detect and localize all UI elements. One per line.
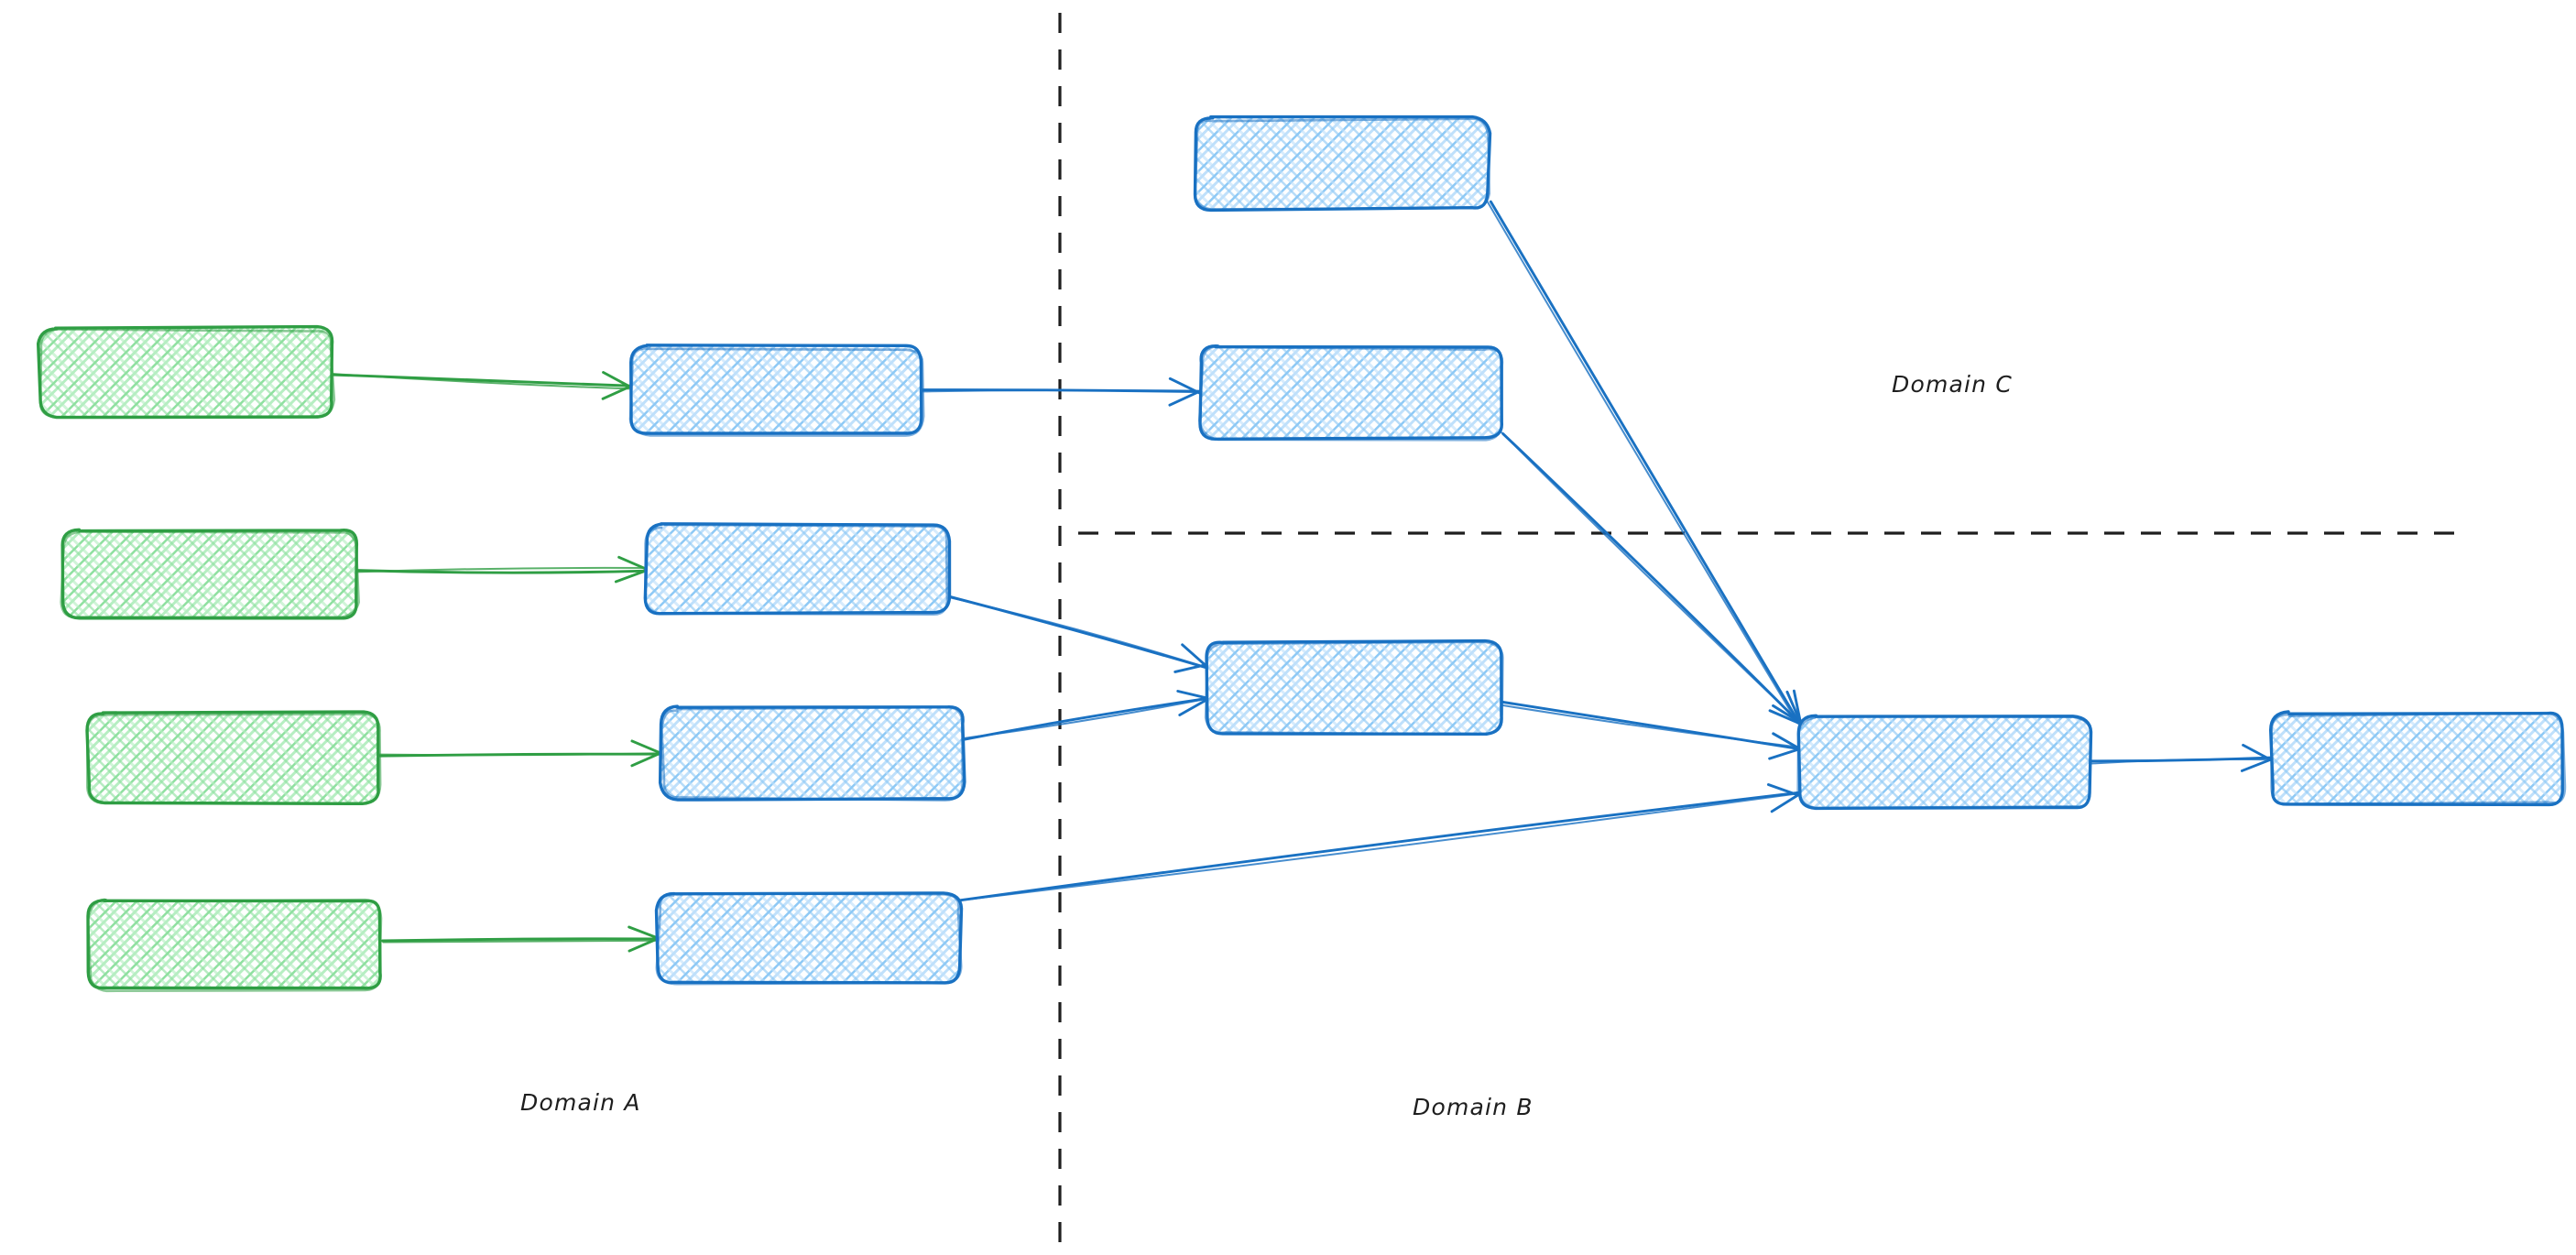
node-fill-hatch-b: [88, 713, 379, 802]
node-fill-hatch-b: [1195, 117, 1489, 209]
node-fill-hatch-b: [661, 707, 964, 799]
node-a4[interactable]: [86, 898, 383, 993]
edge-line: [2090, 758, 2273, 765]
edge-arrowhead: [1168, 376, 1201, 395]
edge-line: [959, 791, 1801, 901]
node-fill-hatch-b: [646, 524, 948, 614]
edge-e-b1-c2: [919, 376, 1203, 407]
node-b1[interactable]: [628, 344, 925, 437]
node-outline-second-pass: [1204, 640, 1504, 737]
node-outline-second-pass: [60, 530, 360, 619]
node-outline-second-pass: [38, 328, 336, 419]
node-outline-second-pass: [1194, 117, 1491, 211]
node-b2[interactable]: [643, 522, 952, 617]
node-fill-hatch-b: [39, 328, 333, 416]
edge-e-a4-b4: [381, 925, 660, 953]
edge-line: [378, 752, 663, 757]
edge-arrowhead: [1772, 732, 1800, 749]
edge-arrowhead: [628, 925, 660, 940]
node-outline: [658, 704, 966, 802]
node-fill-hatch-b: [2272, 713, 2563, 804]
node-c3[interactable]: [1204, 638, 1504, 737]
edge-line: [959, 791, 1801, 902]
node-a2[interactable]: [60, 528, 360, 620]
edge-e-c1-hub: [1486, 200, 1802, 726]
node-outline-second-pass: [655, 892, 963, 986]
node-outline-second-pass: [86, 898, 383, 993]
domain-label-domain-b: Domain B: [1413, 1094, 1534, 1120]
edge-arrowhead: [630, 751, 662, 768]
edge-line: [1486, 200, 1799, 725]
node-layer: [36, 115, 2567, 993]
node-fill-hatch-b: [1206, 641, 1502, 733]
node-fill-hatch-b: [658, 893, 960, 983]
edge-e-c2-hub: [1501, 431, 1802, 725]
edge-arrowhead: [601, 384, 633, 400]
edge-e-hub-tail: [2088, 743, 2275, 772]
node-fill-hatch-b: [62, 529, 357, 617]
node-outline-second-pass: [85, 713, 382, 805]
edge-arrowhead: [1770, 793, 1800, 813]
node-fill-hatch-b: [88, 900, 381, 989]
edge-arrowhead: [614, 569, 648, 584]
edge-line: [355, 566, 649, 573]
node-hub[interactable]: [1796, 714, 2093, 811]
node-b3[interactable]: [658, 704, 966, 802]
edge-line: [1501, 431, 1799, 722]
node-outline-second-pass: [1197, 344, 1504, 442]
edge-line: [1489, 200, 1801, 726]
edge-line: [332, 373, 631, 390]
edge-e-b2-c3: [944, 595, 1208, 673]
edge-arrowhead: [1768, 748, 1799, 760]
edge-e-c3-hub: [1499, 700, 1802, 760]
edge-arrowhead: [617, 555, 648, 571]
edge-line: [381, 937, 660, 943]
edge-arrowhead: [1768, 709, 1800, 725]
edge-e-a1-b1: [329, 371, 633, 400]
node-fill-hatch-b: [1799, 716, 2090, 808]
edge-line: [964, 698, 1207, 739]
edge-arrowhead: [1176, 690, 1209, 700]
edge-arrowhead: [2240, 757, 2275, 772]
domain-label-domain-a: Domain A: [520, 1089, 641, 1116]
edge-e-a3-b3: [378, 739, 665, 768]
label-layer: Domain A Domain B Domain C: [520, 371, 2013, 1120]
node-outline-second-pass: [2270, 711, 2567, 806]
node-c1[interactable]: [1193, 115, 1492, 213]
edge-arrowhead: [1785, 690, 1802, 723]
edge-e-a2-b2: [355, 555, 649, 584]
divider-layer: [1058, 13, 2464, 1244]
edge-arrowhead: [1173, 662, 1208, 673]
edge-e-b3-c3: [963, 690, 1209, 741]
edge-arrowhead: [2242, 743, 2274, 762]
node-fill-hatch-b: [631, 346, 922, 434]
edge-line: [946, 595, 1207, 669]
edge-arrowhead: [1178, 698, 1209, 716]
edge-line: [1501, 704, 1802, 748]
edge-arrowhead: [602, 371, 633, 389]
edge-line: [382, 939, 660, 944]
edge-layer: [329, 200, 2275, 953]
edge-arrowhead: [628, 936, 660, 953]
edge-e-b4-hub: [959, 783, 1801, 902]
node-c2[interactable]: [1197, 344, 1504, 442]
node-outline-second-pass: [660, 705, 965, 802]
node-outline-second-pass: [1796, 715, 2092, 810]
edge-arrowhead: [1181, 643, 1207, 667]
node-outline-second-pass: [628, 347, 925, 437]
edge-arrowhead: [630, 739, 663, 756]
node-a1[interactable]: [36, 324, 336, 420]
node-fill-hatch-b: [1200, 346, 1502, 438]
edge-arrowhead: [1766, 783, 1799, 797]
edge-arrowhead: [1168, 388, 1203, 407]
domain-label-domain-c: Domain C: [1892, 371, 2013, 398]
edge-line: [922, 388, 1203, 393]
node-tail[interactable]: [2268, 710, 2567, 807]
node-outline-second-pass: [644, 523, 949, 617]
node-b4[interactable]: [654, 891, 964, 986]
node-a3[interactable]: [85, 710, 382, 806]
